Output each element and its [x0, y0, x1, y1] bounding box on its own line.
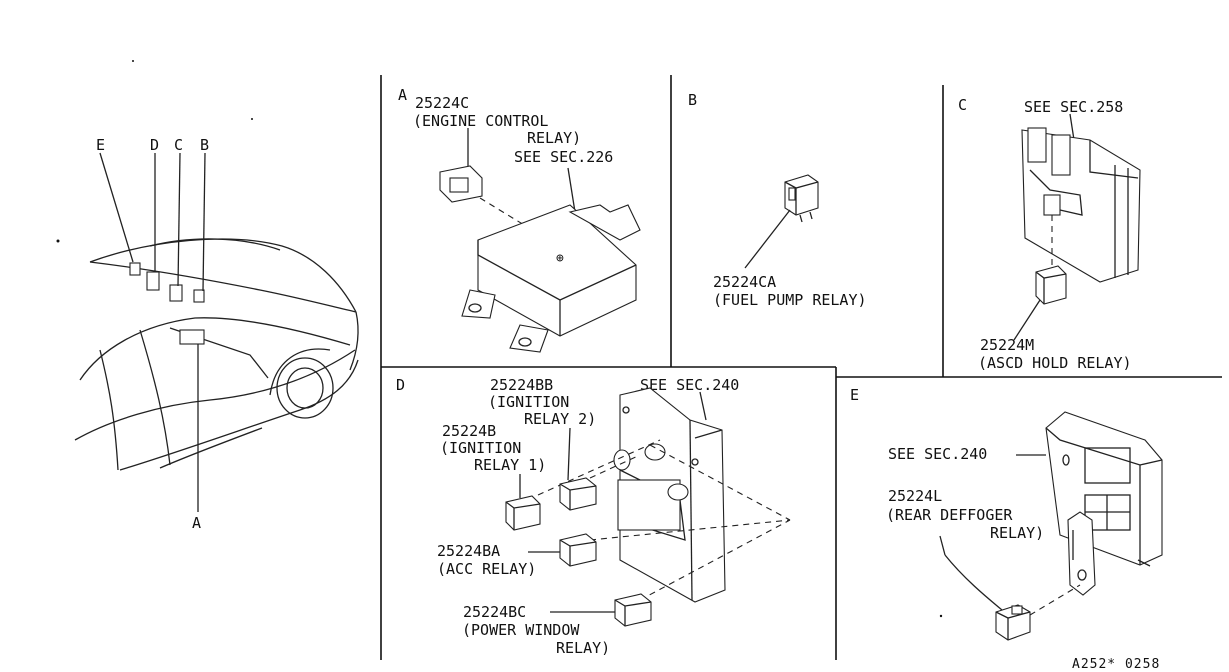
- section-e-part-name-1: (REAR DEFFOGER: [886, 506, 1013, 524]
- callout-c: C: [174, 136, 183, 154]
- section-d-relay-ba-name: (ACC RELAY): [437, 560, 536, 578]
- callout-a: A: [192, 514, 201, 532]
- section-d-relay-bc-line2: RELAY): [556, 639, 610, 657]
- section-d-relay-ba-number: 25224BA: [437, 542, 500, 560]
- ascd-module-drawing: [1013, 113, 1141, 341]
- vehicle-overview: [56, 60, 359, 512]
- callout-b: B: [200, 136, 209, 154]
- section-a-see: SEE SEC.226: [514, 148, 613, 166]
- section-d-see: SEE SEC.240: [640, 376, 739, 394]
- section-a-letter: A: [398, 86, 407, 104]
- section-c-part-number: 25224M: [980, 336, 1034, 354]
- section-e-part-name-2: RELAY): [990, 524, 1044, 542]
- section-b-part-name: (FUEL PUMP RELAY): [713, 291, 867, 309]
- section-b-part-number: 25224CA: [713, 273, 776, 291]
- section-d-relay-bb-line1: (IGNITION: [488, 393, 569, 411]
- section-e-letter: E: [850, 386, 859, 404]
- engine-control-relay-drawing: ⊕: [439, 128, 641, 353]
- section-d-letter: D: [396, 376, 405, 394]
- rear-defogger-box-drawing: [939, 411, 1163, 641]
- panel-frames: [380, 75, 1222, 660]
- fuel-pump-relay-drawing: [744, 174, 819, 269]
- callout-d: D: [150, 136, 159, 154]
- section-a-part-number: 25224C: [415, 94, 469, 112]
- section-a-part-name-2: RELAY): [527, 129, 581, 147]
- junction-box-drawing: [505, 387, 791, 627]
- section-d-relay-b-line1: (IGNITION: [440, 439, 521, 457]
- section-b-letter: B: [688, 91, 697, 109]
- section-d-relay-b-line2: RELAY 1): [474, 456, 546, 474]
- section-c-part-name: (ASCD HOLD RELAY): [978, 354, 1132, 372]
- section-a-part-name-1: (ENGINE CONTROL: [413, 112, 548, 130]
- section-c-letter: C: [958, 96, 967, 114]
- section-e-part-number: 25224L: [888, 487, 942, 505]
- svg-text:⊕: ⊕: [556, 251, 565, 266]
- section-d-relay-bc-line1: (POWER WINDOW: [462, 621, 580, 639]
- diagram-code: A252* 0258: [1072, 657, 1160, 672]
- section-c-see: SEE SEC.258: [1024, 98, 1123, 116]
- section-d-relay-b-number: 25224B: [442, 422, 496, 440]
- section-d-relay-bc-number: 25224BC: [463, 603, 526, 621]
- section-e-see: SEE SEC.240: [888, 445, 987, 463]
- section-d-relay-bb-number: 25224BB: [490, 376, 553, 394]
- callout-e: E: [96, 136, 105, 154]
- section-d-relay-bb-line2: RELAY 2): [524, 410, 596, 428]
